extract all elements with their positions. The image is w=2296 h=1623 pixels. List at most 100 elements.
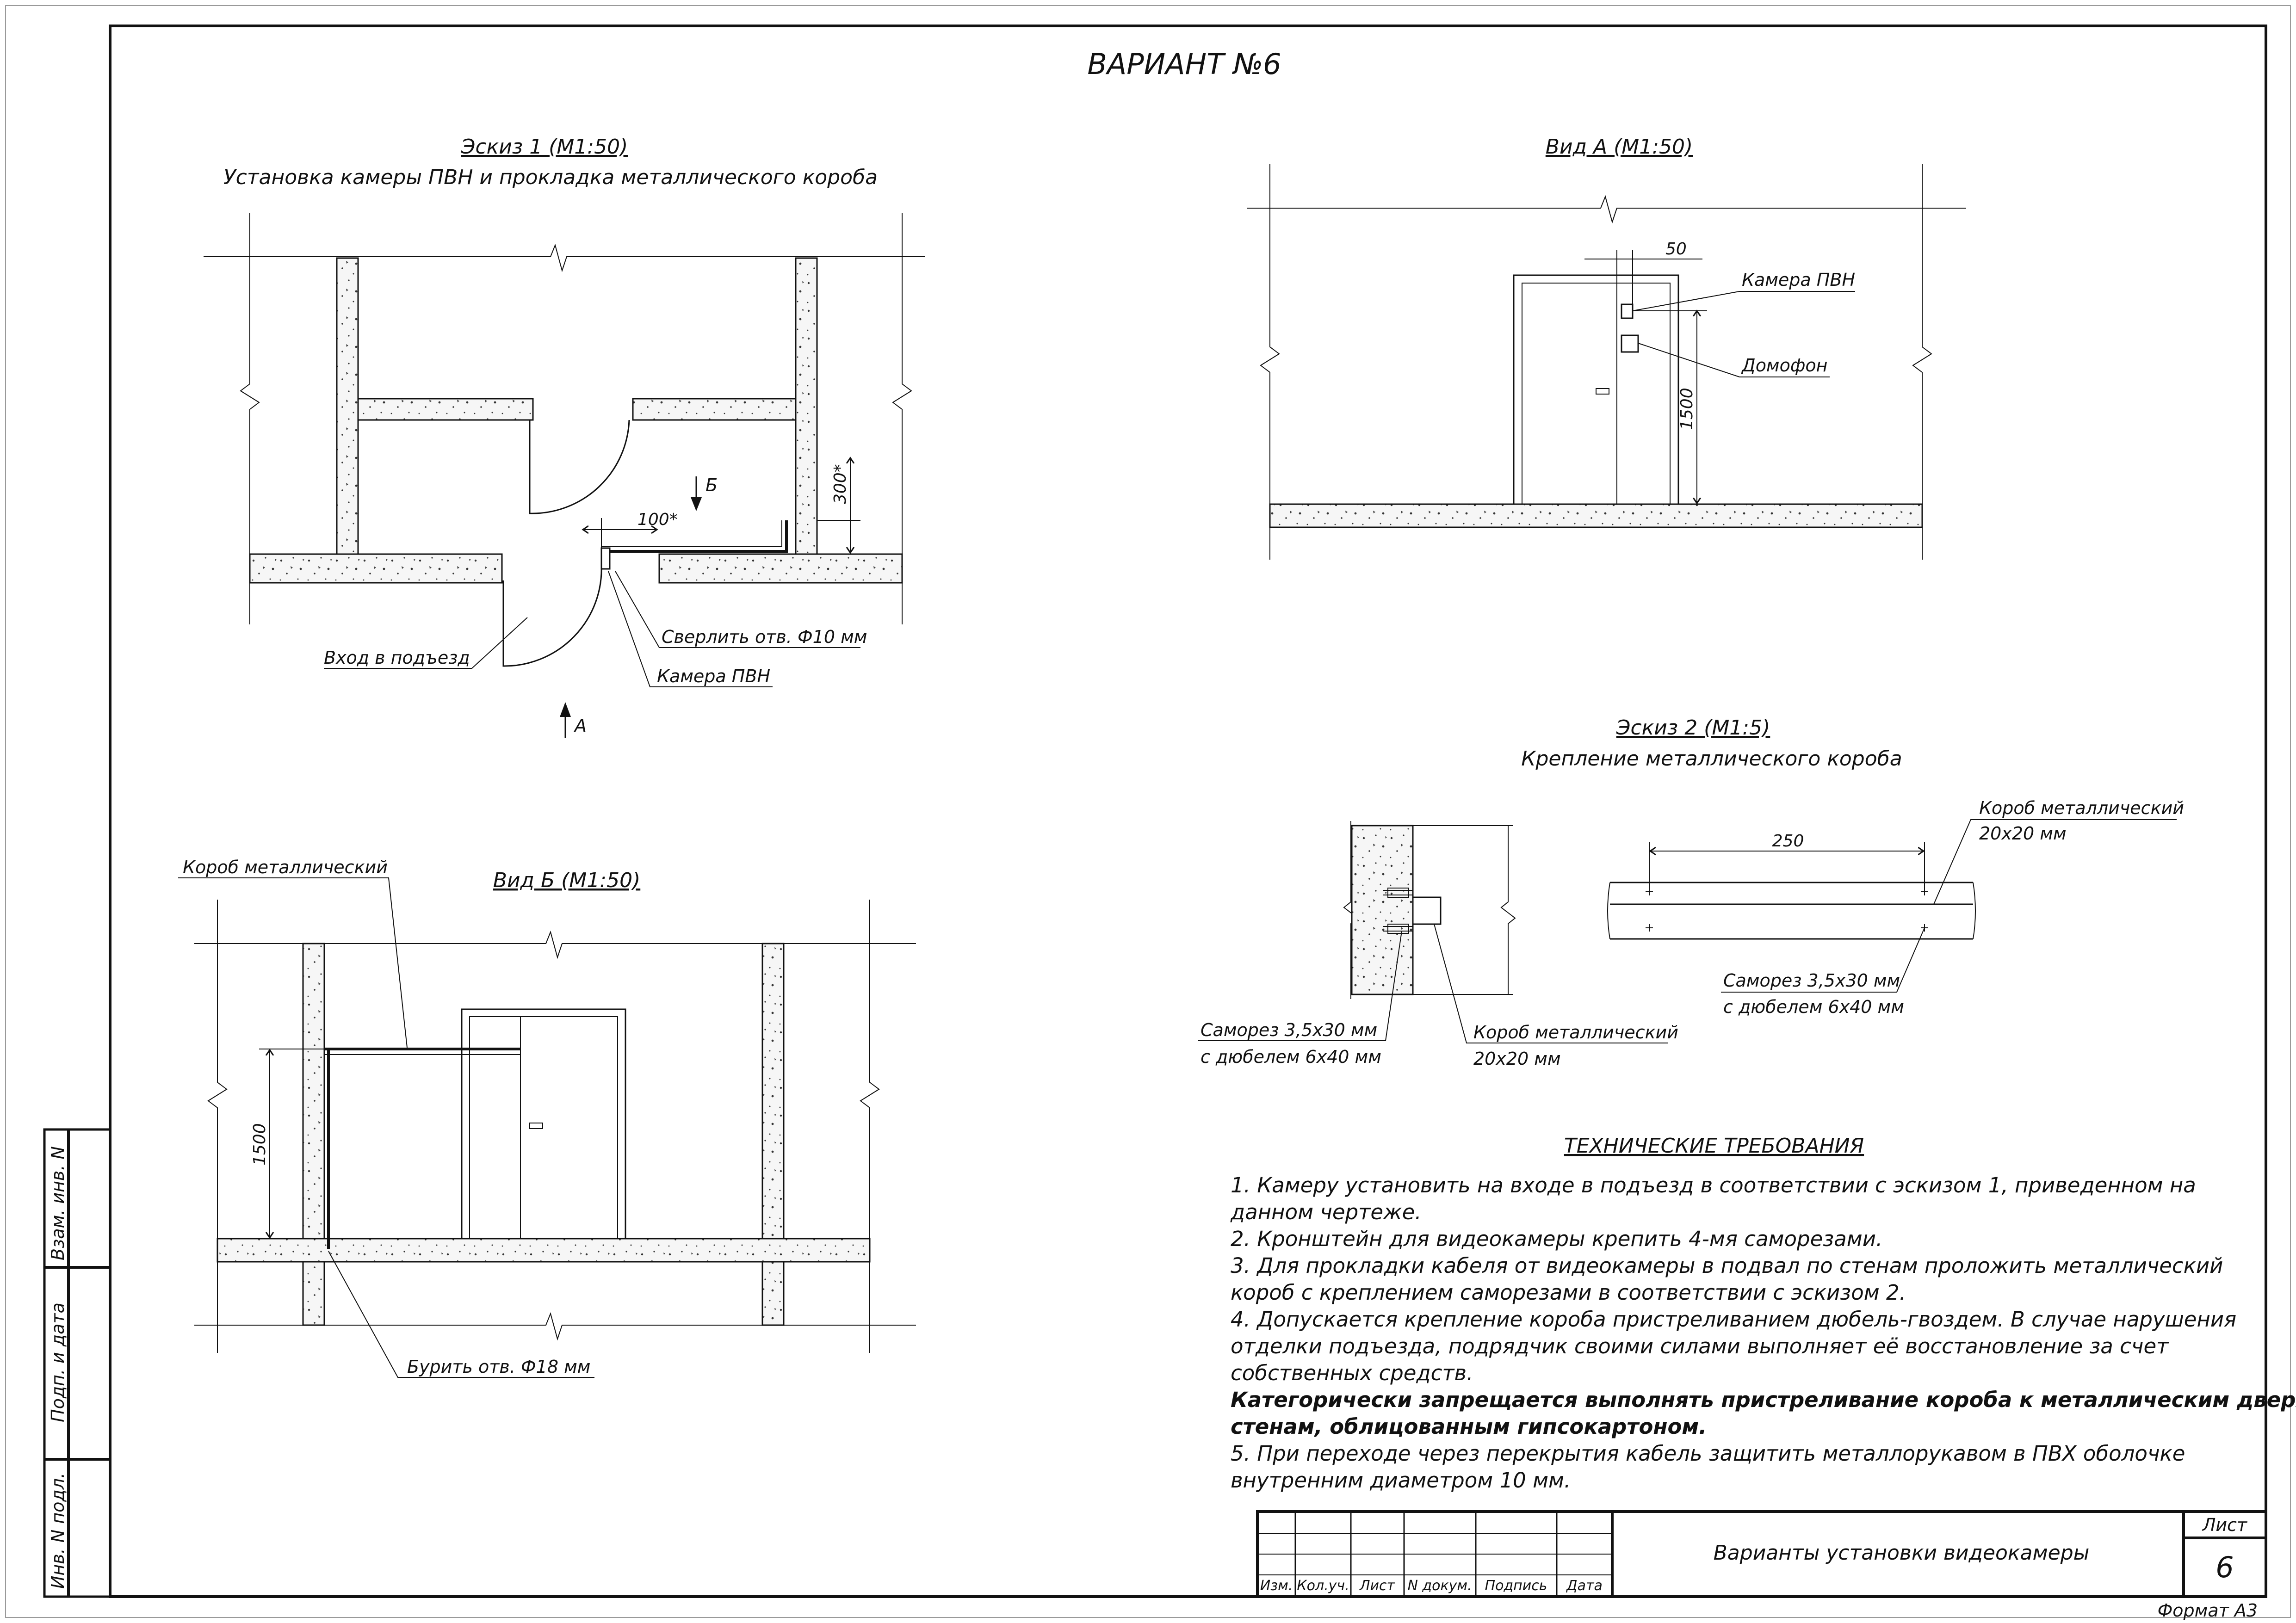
- view-b-handle: [529, 1123, 543, 1129]
- req-line: отделки подъезда, подрядчик своими силам…: [1231, 1334, 2169, 1358]
- view-a-mark: А: [573, 716, 587, 736]
- sketch-2-screw-left-1: Саморез 3,5х30 мм: [1201, 1020, 1377, 1040]
- sketch-2-dowel-1: [1387, 888, 1409, 898]
- drill-label: Сверлить отв. Ф10 мм: [662, 627, 867, 647]
- side-stamp: Взам. инв. N Подп. и дата Инв. N подл.: [43, 1128, 111, 1598]
- inner-frame: [109, 25, 2267, 1598]
- sketch-1-caption: Эскиз 1 (М1:50): [461, 135, 628, 159]
- sketch-2-screw-right-1: Саморез 3,5х30 мм: [1723, 970, 1900, 991]
- sketch-2-screw-marks: [1646, 888, 1928, 932]
- wall-left-vertical: [336, 257, 359, 555]
- title-block: Изм. Кол.уч. Лист N докум. Подпись Дата …: [1256, 1510, 2267, 1621]
- view-b-caption: Вид Б (М1:50): [493, 869, 640, 892]
- format-label: Формат А3: [2158, 1600, 2258, 1621]
- view-b-duct-leader: [178, 877, 408, 1048]
- camera-label: Камера ПВН: [657, 666, 770, 686]
- camera-mark: [600, 547, 611, 570]
- technical-requirements: ТЕХНИЧЕСКИЕ ТРЕБОВАНИЯ 1. Камеру установ…: [1230, 1134, 2296, 1493]
- dim-100: 100*: [637, 510, 678, 529]
- view-b: Вид Б (М1:50) 1500 Короб металлический Б…: [178, 857, 916, 1378]
- view-a-camera-label: Камера ПВН: [1742, 270, 1855, 290]
- view-b-drill-label: Бурить отв. Ф18 мм: [407, 1357, 590, 1377]
- sketch-2-caption: Эскиз 2 (М1:5): [1616, 716, 1770, 740]
- view-b-wall-right: [761, 943, 785, 1326]
- view-b-duct-label: Короб металлический: [183, 857, 388, 877]
- tb-col: N докум.: [1407, 1578, 1472, 1594]
- req-line: данном чертеже.: [1230, 1200, 1422, 1224]
- sketch-2-subtitle: Крепление металлического короба: [1521, 747, 1902, 771]
- sketch-2-ext-lines: [1413, 825, 1516, 995]
- req-line: внутренним диаметром 10 мм.: [1231, 1468, 1571, 1493]
- sheet-number: 6: [2216, 1550, 2234, 1584]
- wall-right-vertical: [795, 257, 818, 555]
- tb-col: Лист: [1359, 1578, 1396, 1594]
- sketch-2: Эскиз 2 (М1:5) Крепление металлического …: [1198, 716, 2184, 1069]
- tb-col: Изм.: [1260, 1578, 1293, 1594]
- req-bold-line: Категорически запрещается выполнять прис…: [1231, 1388, 2296, 1412]
- duct-route-inner: [601, 520, 782, 547]
- sketch-2-dim-250-ext: [1649, 842, 1925, 890]
- view-a-floor: [1269, 503, 1923, 528]
- view-b-break-bottom: [194, 1312, 916, 1341]
- sketch-2-duct-left-2: 20х20 мм: [1473, 1049, 1561, 1069]
- drawing-name: Варианты установки видеокамеры: [1714, 1541, 2090, 1565]
- entrance-door-swing: [502, 565, 602, 667]
- view-a: Вид А (М1:50) 50 1500 Камера ПВН Домофон: [1247, 135, 1966, 560]
- entrance-leader: [324, 617, 528, 669]
- req-line: собственных средств.: [1231, 1361, 1473, 1385]
- sketch-2-duct-left-leader: [1434, 924, 1668, 1043]
- view-a-camera: [1621, 303, 1634, 319]
- outer-border: [5, 5, 2291, 1618]
- view-b-wall-left: [302, 943, 325, 1326]
- duct-route: [601, 520, 788, 553]
- view-b-arrowhead: [691, 497, 702, 511]
- wall-outer-left: [249, 553, 503, 584]
- view-a-intercom-leader: [1638, 343, 1830, 377]
- view-a-handle: [1596, 388, 1609, 395]
- camera-leader: [608, 571, 773, 687]
- view-a-dim-50-ext: [1616, 250, 1633, 305]
- req-bold-line: стенам, облицованным гипсокартоном.: [1231, 1414, 1707, 1439]
- sketch-2-screw-left-2: с дюбелем 6х40 мм: [1201, 1047, 1381, 1067]
- sketch-2-duct-plan: [1610, 882, 1973, 940]
- requirements-heading: ТЕХНИЧЕСКИЕ ТРЕБОВАНИЯ: [1564, 1134, 1864, 1158]
- view-a-camera-leader: [1632, 291, 1855, 311]
- view-a-door-leaf: [1522, 283, 1671, 504]
- sketch-2-duct-right-2: 20х20 мм: [1979, 823, 2067, 844]
- view-a-dim-50: 50: [1665, 240, 1687, 259]
- sketch-2-wall-break: [1343, 821, 1359, 999]
- view-a-break-right: [1912, 164, 1932, 560]
- view-a-intercom-label: Домофон: [1741, 355, 1827, 376]
- stamp-cell: Подп. и дата: [48, 1302, 68, 1422]
- view-b-break-top: [194, 930, 916, 959]
- sketch-2-wall-section: [1351, 825, 1414, 995]
- view-b-door-leaf: [469, 1016, 618, 1239]
- tb-col: Дата: [1566, 1578, 1603, 1594]
- req-line: 1. Камеру установить на входе в подъезд …: [1231, 1173, 2196, 1197]
- view-b-mark: Б: [706, 475, 718, 495]
- view-b-break-right: [860, 900, 880, 1353]
- view-a-break-left: [1260, 164, 1280, 560]
- tb-col: Кол.уч.: [1297, 1578, 1349, 1594]
- view-a-intercom: [1621, 334, 1639, 353]
- view-b-drill-leader: [328, 1251, 594, 1378]
- wall-inner-left: [357, 398, 534, 421]
- break-line-right: [892, 213, 912, 624]
- stamp-cell: Взам. инв. N: [48, 1146, 68, 1260]
- view-a-caption: Вид А (М1:50): [1546, 135, 1693, 159]
- sketch-1-subtitle: Установка камеры ПВН и прокладка металли…: [223, 166, 878, 189]
- req-line: 3. Для прокладки кабеля от видеокамеры в…: [1231, 1253, 2223, 1278]
- sketch-2-duct-section: [1412, 896, 1442, 925]
- entrance-label: Вход в подъезд: [324, 648, 470, 668]
- view-b-dim-1500: 1500: [250, 1123, 269, 1166]
- sketch-2-duct-plan-ends: [1607, 882, 1976, 939]
- sketch-1: Эскиз 1 (М1:50) Установка камеры ПВН и п…: [204, 135, 925, 738]
- tb-col: Подпись: [1485, 1578, 1547, 1594]
- req-line: короб с креплением саморезами в соответс…: [1231, 1280, 1906, 1305]
- sketch-2-duct-right-1: Короб металлический: [1979, 798, 2184, 818]
- view-a-door-frame: [1513, 274, 1679, 504]
- view-a-dim-1500: 1500: [1677, 388, 1696, 430]
- wall-outer-right: [658, 553, 903, 584]
- dim-300: 300*: [831, 464, 850, 504]
